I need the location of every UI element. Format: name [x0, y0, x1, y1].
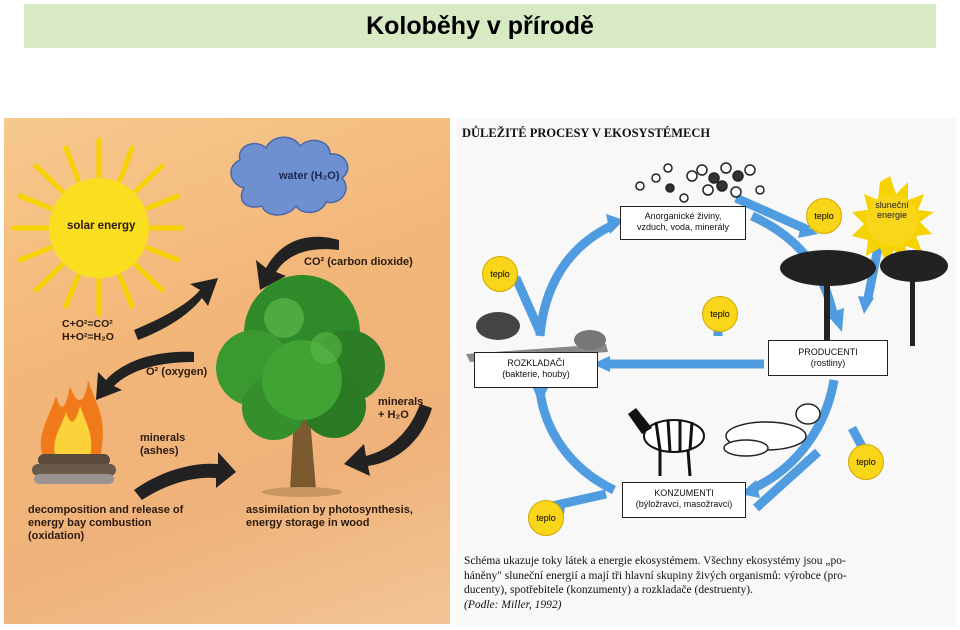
tree-icon	[216, 275, 385, 497]
minerals-ashes-label: minerals(ashes)	[140, 432, 186, 457]
sun-icon	[11, 137, 185, 317]
heat-badge: teplo	[528, 500, 564, 536]
oxygen-label: O² (oxygen)	[146, 366, 208, 378]
water-label: water (H₂O)	[279, 170, 340, 182]
konzumenti-box: KONZUMENTI(býložravci, masožravci)	[622, 482, 746, 518]
page-title: Koloběhy v přírodě	[366, 11, 594, 40]
anorganic-nutrients-box: Anorganické živiny,vzduch, voda, minerál…	[620, 206, 746, 240]
equation-hydrogen: H+O²=H₂O	[62, 331, 114, 343]
cloud-icon	[230, 136, 349, 216]
producenti-box: PRODUCENTI(rostliny)	[768, 340, 888, 376]
ecosystem-processes-diagram: DŮLEŽITÉ PROCESY V EKOSYSTÉMECH Anorgani…	[456, 118, 956, 626]
arrow-to-tree-top	[134, 278, 218, 340]
diagram-heading: DŮLEŽITÉ PROCESY V EKOSYSTÉMECH	[462, 126, 711, 140]
rozkladaci-box: ROZKLADAČI(bakterie, houby)	[474, 352, 598, 388]
molecules-icon	[635, 162, 765, 203]
fire-icon	[32, 380, 116, 484]
title-bar: Koloběhy v přírodě	[24, 4, 936, 48]
arrow-minerals-in	[344, 404, 432, 476]
heat-badge: teplo	[482, 256, 518, 292]
heat-badge: teplo	[702, 296, 738, 332]
carbon-cycle-illustration: water (H₂O) solar energy CO² (carbon dio…	[4, 118, 450, 624]
ecosystem-graphics	[466, 162, 948, 514]
cycle-arrows	[96, 236, 432, 500]
heat-badge: teplo	[806, 198, 842, 234]
sun-icon	[852, 176, 934, 264]
acacia-trees-icon	[780, 250, 948, 346]
assimilation-label: assimilation by photosynthesis,energy st…	[246, 504, 413, 529]
co2-label: CO² (carbon dioxide)	[304, 256, 413, 268]
heat-badge: teplo	[848, 444, 884, 480]
minerals-water-label: minerals+ H₂O	[378, 396, 424, 421]
arrow-co2-down	[256, 236, 339, 290]
lioness-icon	[723, 403, 821, 457]
solar-energy-label: solar energy	[67, 220, 136, 232]
zebra-icon	[628, 408, 705, 477]
carbon-cycle-graphics	[11, 136, 432, 500]
arrow-o2-left	[96, 351, 194, 400]
equation-carbon: C+O²=CO²	[62, 318, 113, 330]
arrow-ashes-right	[134, 452, 236, 500]
diagram-caption: Schéma ukazuje toky látek a energie ekos…	[464, 555, 847, 611]
